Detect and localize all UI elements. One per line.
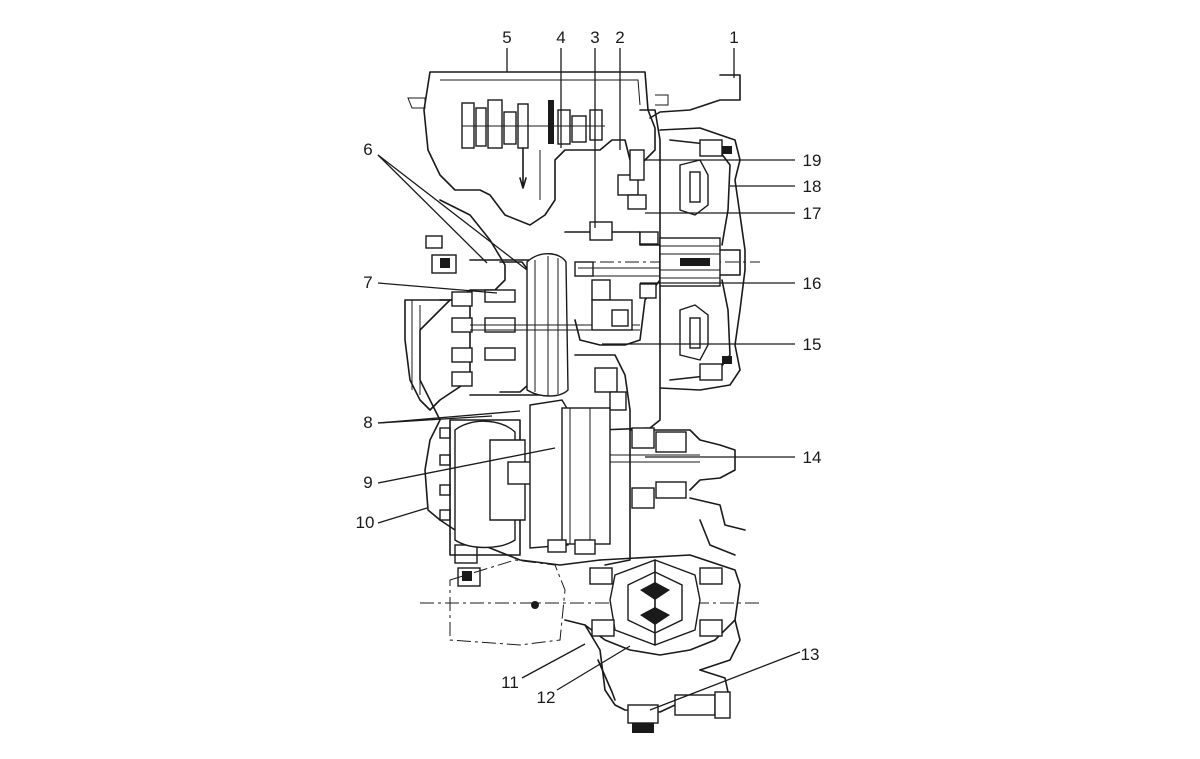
left-side-cover [404,199,601,587]
torque-converter [649,74,746,391]
callout-8: 8 [363,413,372,432]
lower-outline-component [449,559,566,646]
callout-labels: 1 2 3 4 5 6 7 8 9 10 11 12 13 14 15 16 1… [356,28,822,707]
callout-2: 2 [615,28,624,47]
upper-housing [407,71,669,226]
callout-12: 12 [537,688,556,707]
callout-18: 18 [803,177,822,196]
differential [564,554,741,733]
callout-10: 10 [356,513,375,532]
callout-9: 9 [363,473,372,492]
callout-19: 19 [803,151,822,170]
callout-11: 11 [501,673,519,692]
callout-1: 1 [729,28,738,47]
callout-16: 16 [803,274,822,293]
counter-shaft [629,427,746,556]
leader-lines [377,48,801,711]
callout-4: 4 [556,28,565,47]
callout-14: 14 [803,448,822,467]
callout-3: 3 [590,28,599,47]
callout-15: 15 [803,335,822,354]
callout-7: 7 [363,273,372,292]
callout-5: 5 [502,28,511,47]
callout-13: 13 [801,645,820,664]
callout-17: 17 [803,204,822,223]
secondary-pulley [449,399,700,556]
callout-6: 6 [363,140,372,159]
